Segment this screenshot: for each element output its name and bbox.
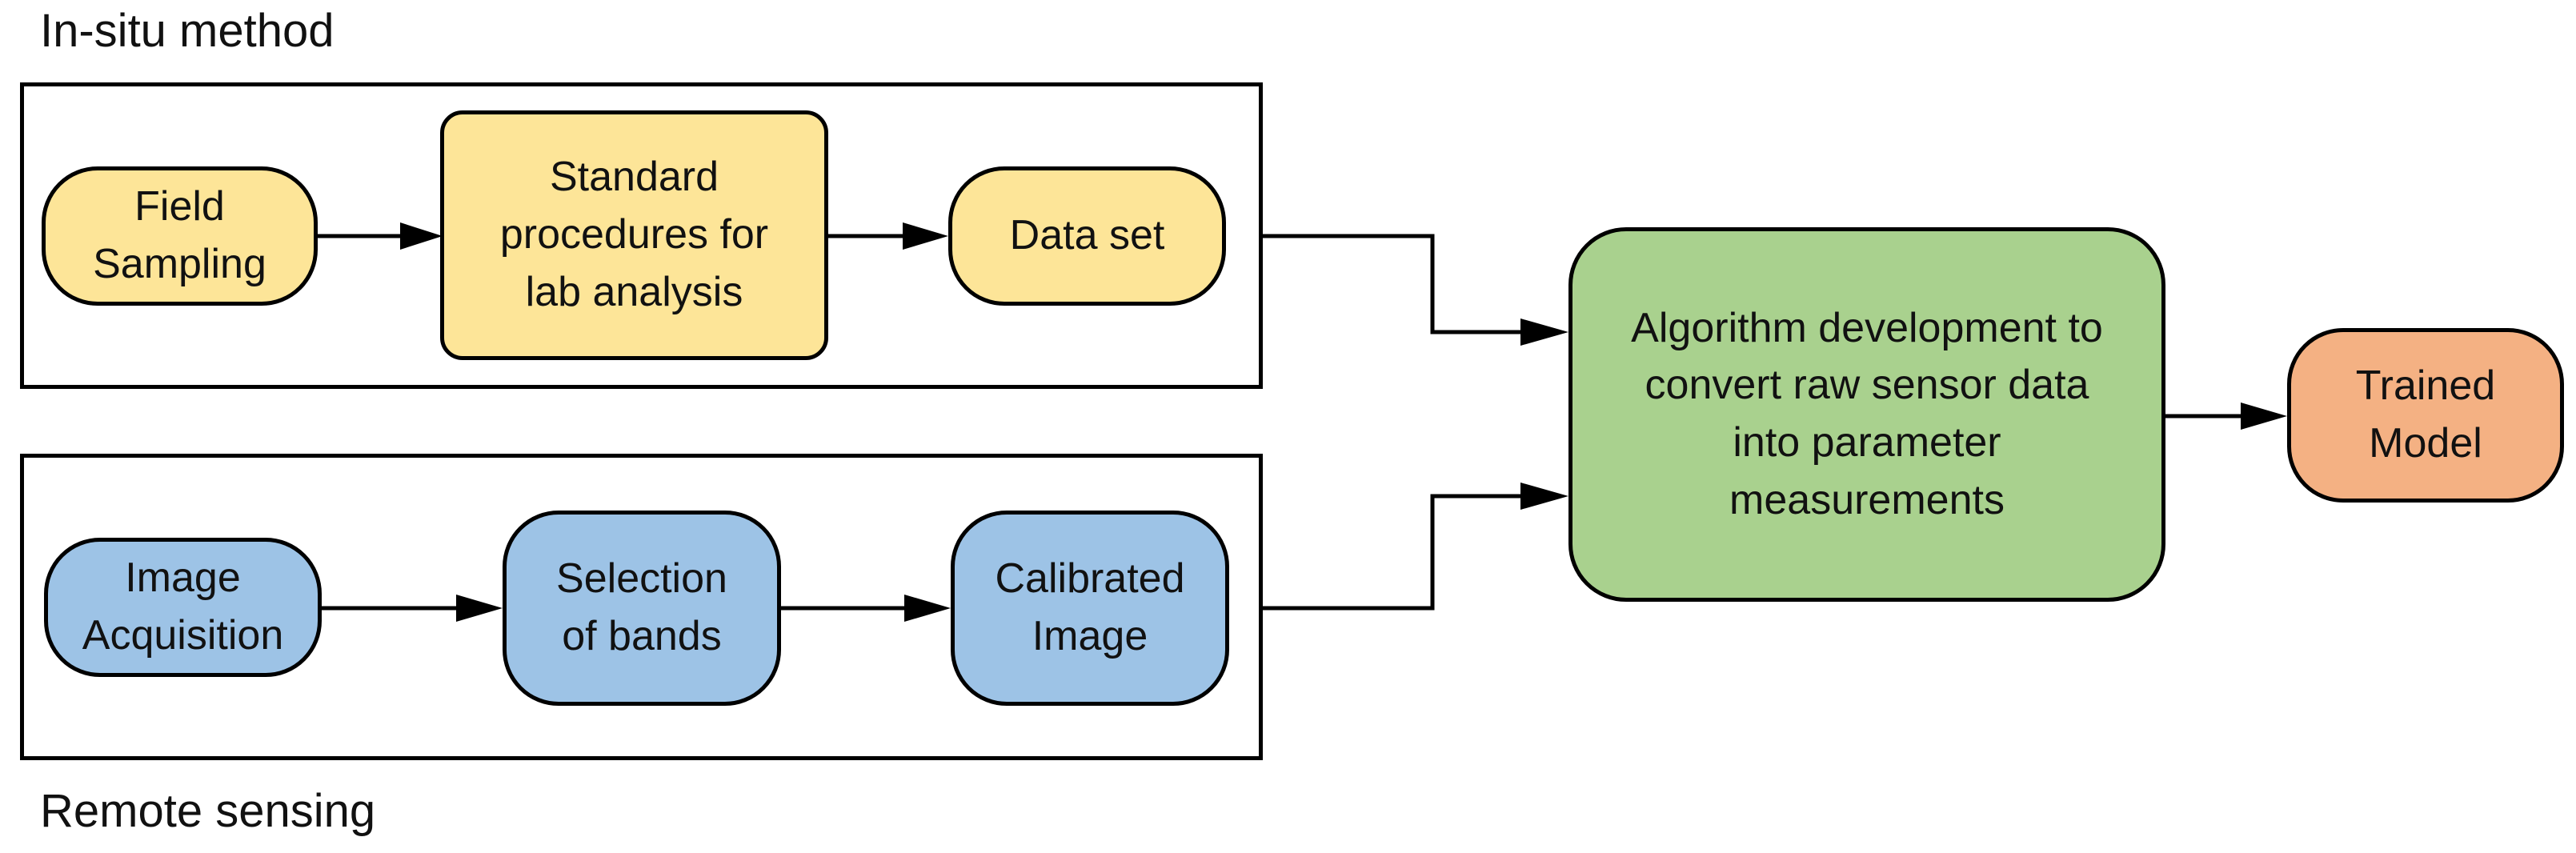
arrow-dataset-to-algorithm bbox=[1263, 234, 1520, 334]
algorithm-development-node: Algorithm development to convert raw sen… bbox=[1568, 227, 2165, 602]
image-acquisition-node: Image Acquisition bbox=[44, 538, 322, 677]
lab-analysis-node: Standard procedures for lab analysis bbox=[440, 110, 828, 360]
remote-group-title: Remote sensing bbox=[40, 785, 376, 837]
calibrated-image-node: Calibrated Image bbox=[951, 511, 1229, 706]
data-set-node: Data set bbox=[948, 166, 1226, 306]
insitu-group-title: In-situ method bbox=[40, 5, 335, 57]
arrowhead-field-to-lab bbox=[400, 222, 443, 250]
arrowhead-algorithm-to-model bbox=[2241, 402, 2287, 430]
remote-group-frame bbox=[20, 454, 1263, 760]
arrowhead-calibrated-to-algorithm bbox=[1520, 483, 1568, 510]
arrowhead-image-to-selection bbox=[456, 595, 503, 622]
arrowhead-lab-to-dataset bbox=[903, 222, 948, 250]
field-sampling-node: Field Sampling bbox=[42, 166, 318, 306]
arrowhead-dataset-to-algorithm bbox=[1520, 318, 1568, 346]
trained-model-node: Trained Model bbox=[2287, 328, 2564, 503]
arrow-calibrated-to-algorithm bbox=[1263, 494, 1520, 611]
arrowhead-selection-to-calibrated bbox=[904, 595, 951, 622]
selection-of-bands-node: Selection of bands bbox=[503, 511, 781, 706]
insitu-group-frame bbox=[20, 82, 1263, 389]
